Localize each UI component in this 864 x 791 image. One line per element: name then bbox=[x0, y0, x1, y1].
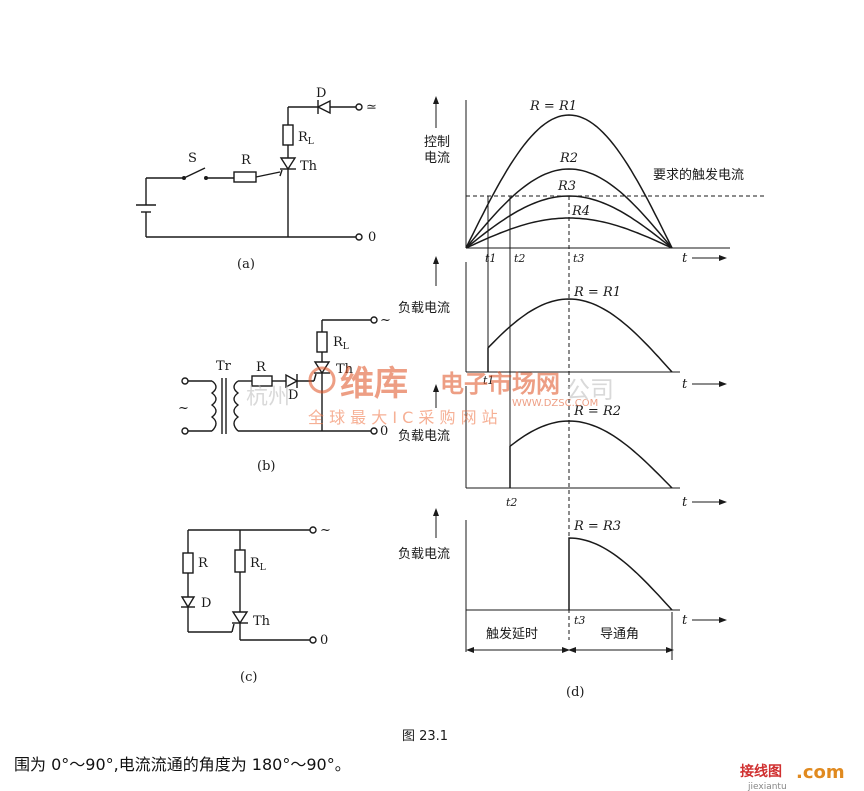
watermark-brand: 电子市场网 bbox=[440, 370, 560, 398]
load-current-r2 bbox=[509, 420, 673, 489]
plot1-t1: t1 bbox=[485, 252, 496, 265]
body-text: 围为 0°～90°,电流流通的角度为 180°～90°。 bbox=[14, 755, 351, 774]
transformer-label: Tr bbox=[216, 359, 232, 374]
plot1-ylabel-2: 电流 bbox=[424, 151, 450, 166]
diode-b-label: D bbox=[288, 388, 298, 403]
conduction-angle-label: 导通角 bbox=[600, 627, 639, 642]
thyristor-b-label: Th bbox=[336, 362, 354, 377]
plot1-t3: t3 bbox=[573, 252, 584, 265]
threshold-label: 要求的触发电流 bbox=[653, 167, 744, 183]
watermark-url: WWW.DZSC.COM bbox=[512, 398, 598, 409]
resistor-r bbox=[233, 171, 257, 183]
load-current-r1 bbox=[487, 298, 673, 373]
load-b-label: RL bbox=[333, 335, 349, 352]
plot3-ylabel: 负载电流 bbox=[398, 429, 450, 444]
load-c-label: RL bbox=[250, 556, 266, 573]
plot3-axis-t: t bbox=[682, 495, 688, 510]
resistor-c-label: R bbox=[198, 556, 209, 571]
plot2-curve-label: R = R1 bbox=[573, 285, 621, 300]
ac-terminal-label: ≃ bbox=[366, 100, 377, 115]
watermark-logo-icon bbox=[308, 366, 336, 394]
plot3-curve-label: R = R2 bbox=[573, 404, 621, 419]
watermark-company-right: 公司 bbox=[566, 376, 614, 404]
ac-c-label: ~ bbox=[320, 523, 331, 538]
curve-r1-label: R = R1 bbox=[529, 99, 577, 114]
diode-d bbox=[316, 99, 331, 115]
plot4-ylabel: 负载电流 bbox=[398, 547, 450, 562]
thyristor-c-label: Th bbox=[253, 614, 271, 629]
curve-r2-label: R2 bbox=[559, 151, 578, 166]
resistor-r-c bbox=[182, 552, 194, 574]
circuit-c: ~ R D RL Th 0 (c) bbox=[180, 523, 331, 685]
watermark-company-left: 杭州 bbox=[246, 385, 290, 410]
diode-label: D bbox=[316, 86, 326, 101]
plot2-ylabel: 负载电流 bbox=[398, 301, 450, 316]
plot1-axis-t: t bbox=[682, 251, 688, 266]
zero-terminal-label: 0 bbox=[368, 230, 376, 245]
transformer-primary bbox=[210, 380, 217, 432]
subfigure-a-label: (a) bbox=[237, 257, 255, 272]
plot4-t3: t3 bbox=[574, 614, 585, 627]
waveform-plots: 控制 电流 要求的触发电流 R = R1 R2 R3 R4 t1 t2 t3 t… bbox=[398, 96, 765, 700]
thyristor-th bbox=[279, 157, 297, 171]
subfigure-d-label: (d) bbox=[566, 685, 584, 700]
ac-b-label: ~ bbox=[380, 313, 391, 328]
plot1-ylabel-1: 控制 bbox=[424, 135, 450, 150]
transformer-secondary bbox=[233, 380, 240, 432]
plot2-axis-t: t bbox=[682, 377, 688, 392]
plot4-curve-label: R = R3 bbox=[573, 519, 621, 534]
circuit-b: ~ Tr R D ~ RL Th 0 (b) bbox=[178, 313, 391, 474]
switch-label: S bbox=[188, 151, 197, 166]
diode-d-b bbox=[285, 373, 299, 389]
load-resistor-rl bbox=[282, 124, 294, 146]
corner-watermark: 接线图 .com jiexiantu bbox=[740, 762, 845, 791]
load-resistor-rl-b bbox=[316, 331, 328, 353]
zero-b-label: 0 bbox=[380, 424, 388, 439]
thyristor-th-c bbox=[231, 611, 249, 625]
watermark-slogan: 全 球 最 大 I C 采 购 网 站 bbox=[308, 408, 498, 427]
curve-r1 bbox=[465, 114, 673, 249]
resistor-label: R bbox=[241, 153, 252, 168]
curve-r2 bbox=[465, 168, 673, 249]
subfigure-b-label: (b) bbox=[257, 459, 275, 474]
circuit-a: S R RL Th D ≃ 0 (a) bbox=[136, 86, 377, 272]
resistor-b-label: R bbox=[256, 360, 267, 375]
load-current-r3 bbox=[568, 537, 673, 611]
plot4-axis-t: t bbox=[682, 613, 688, 628]
source-ac-label: ~ bbox=[178, 401, 189, 416]
trigger-delay-label: 触发延时 bbox=[486, 626, 538, 642]
load-resistor-rl-c bbox=[234, 549, 246, 573]
load-label: RL bbox=[298, 130, 314, 147]
curve-r4-label: R4 bbox=[571, 204, 590, 219]
corner-mark: 接线图 bbox=[740, 763, 782, 780]
curve-r3-label: R3 bbox=[557, 179, 576, 194]
diode-d-c bbox=[180, 596, 196, 609]
plot3-t2: t2 bbox=[506, 496, 517, 509]
thyristor-label: Th bbox=[300, 159, 318, 174]
subfigure-c-label: (c) bbox=[240, 670, 257, 685]
figure-label: 图 23.1 bbox=[402, 729, 448, 744]
corner-mark-dom: .com bbox=[796, 762, 845, 783]
watermark: 维库 电子市场网 WWW.DZSC.COM 全 球 最 大 I C 采 购 网 … bbox=[246, 364, 614, 427]
watermark-logo: 维库 bbox=[340, 364, 408, 404]
corner-mark-url: jiexiantu bbox=[747, 782, 787, 791]
plot2-t1: t1 bbox=[483, 374, 494, 387]
switch-s bbox=[183, 167, 206, 179]
diode-c-label: D bbox=[201, 596, 211, 611]
zero-c-label: 0 bbox=[320, 633, 328, 648]
plot1-t2: t2 bbox=[514, 252, 525, 265]
